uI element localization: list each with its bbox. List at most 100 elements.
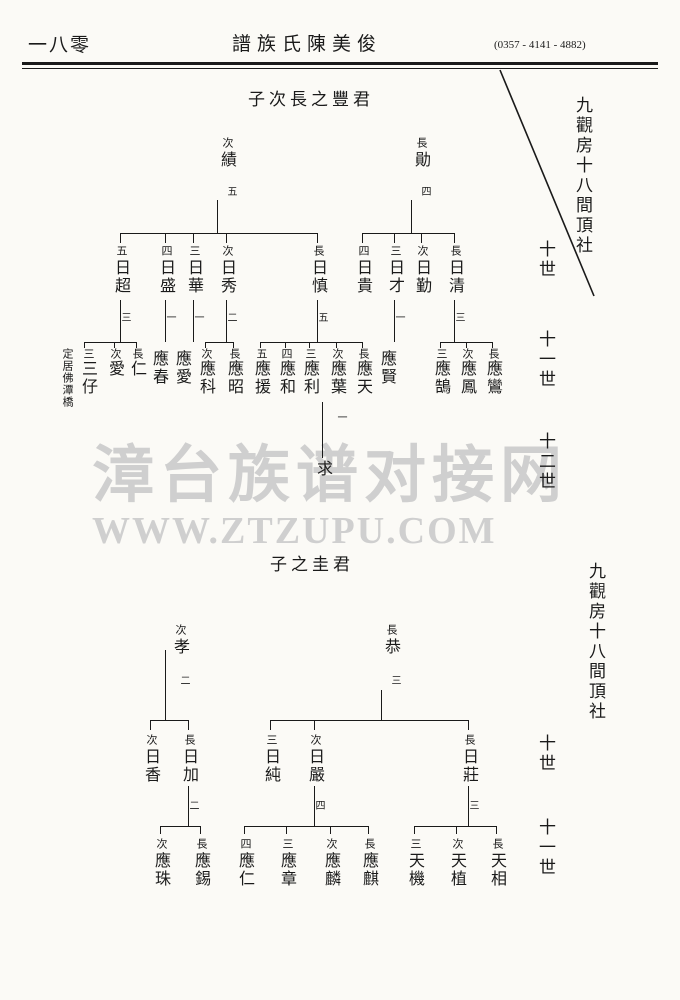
tree-line — [411, 200, 412, 233]
tree-line — [200, 826, 201, 834]
tree-line — [165, 300, 166, 342]
great-grandson-order: 次 — [461, 348, 474, 359]
son-name: 績 — [218, 151, 237, 169]
grandson-order: 四 — [357, 245, 370, 256]
great-grandson-name: 天植 — [448, 852, 467, 888]
great-grandson-order: 長 — [363, 838, 376, 849]
header-rule-thin — [22, 68, 658, 69]
grandson-order: 次 — [145, 734, 158, 745]
book-title: 譜族氏陳美俊 — [232, 33, 383, 55]
tree-line — [454, 300, 455, 342]
tree-line — [468, 786, 469, 826]
tree-line — [244, 826, 368, 827]
tree-line — [120, 233, 121, 243]
header-rule-thick — [22, 62, 658, 65]
tree-line — [362, 342, 363, 348]
great-grandson-name: 應援 — [252, 360, 271, 396]
tree-line — [286, 826, 287, 834]
grandson-order: 次 — [221, 245, 234, 256]
grandson-branch-count: 二 — [225, 312, 236, 322]
grandson-order: 三 — [265, 734, 278, 745]
phone-number: (0357 - 4141 - 4882) — [494, 39, 586, 51]
son-order: 長 — [385, 624, 398, 635]
tree-line — [421, 233, 422, 243]
great-grandson-name: 應和 — [277, 360, 296, 396]
tree-line — [414, 826, 496, 827]
tree-line — [368, 826, 369, 834]
great-grandson-order: 長 — [491, 838, 504, 849]
great-grandson-order: 長 — [195, 838, 208, 849]
tree-line — [120, 300, 121, 342]
great-grandson-order: 長 — [357, 348, 370, 359]
great-grandson-name: 應鳳 — [458, 360, 477, 396]
tree-line — [136, 342, 137, 348]
tree-line — [336, 342, 337, 348]
great-grandson-order: 三 — [409, 838, 422, 849]
tree-line — [309, 342, 310, 348]
tree-line — [394, 233, 395, 243]
grandson-branch-count: 二 — [187, 800, 198, 810]
tree-line — [114, 342, 115, 348]
tree-line — [314, 720, 315, 730]
son-name: 孝 — [171, 638, 190, 656]
great-grandson-order: 長 — [487, 348, 500, 359]
tree-line — [160, 826, 161, 834]
great-grandson-name: 應章 — [278, 852, 297, 888]
tree-line — [322, 402, 323, 458]
tree-line — [414, 826, 415, 834]
tree-line — [496, 826, 497, 834]
tree-line — [188, 720, 189, 730]
grandson-name: 日香 — [142, 748, 161, 784]
section2-generation-10: 十世 — [535, 734, 555, 774]
corner-diagonal-line — [499, 69, 595, 297]
great-grandson-order: 三 — [435, 348, 448, 359]
section2-title: 子之圭君 — [270, 555, 354, 575]
section1-generation-12: 十二世 — [535, 432, 555, 492]
great-grandson-name: 三仔 — [79, 360, 98, 396]
tree-line — [317, 233, 318, 243]
tree-line — [362, 233, 454, 234]
grandson-branch-count: 五 — [316, 312, 327, 322]
tree-line — [244, 826, 245, 834]
grandson-branch-count: 四 — [313, 800, 324, 810]
tree-line — [120, 233, 317, 234]
section1-title: 子次長之豐君 — [248, 90, 374, 110]
great-grandson-order: 次 — [325, 838, 338, 849]
tree-line — [217, 200, 218, 233]
great-grandson-order: 五 — [255, 348, 268, 359]
grandson-order: 長 — [312, 245, 325, 256]
great-grandson-name: 應葉 — [328, 360, 347, 396]
great-grandson-name: 應科 — [197, 360, 216, 396]
great-grandson-name: 應賢 — [378, 350, 397, 386]
great-grandson-name: 應鵠 — [432, 360, 451, 396]
son-branch-count: 五 — [225, 186, 236, 196]
tree-line — [205, 342, 206, 348]
grandson-order: 四 — [160, 245, 173, 256]
great-grandson-order: 長 — [131, 348, 144, 359]
tree-line — [466, 342, 467, 348]
tree-line — [270, 720, 468, 721]
great-grandson-name: 天機 — [406, 852, 425, 888]
great-grandson-order: 次 — [331, 348, 344, 359]
son-order: 長 — [415, 137, 428, 148]
tree-line — [468, 720, 469, 730]
son-order: 次 — [221, 137, 234, 148]
tree-line — [205, 342, 233, 343]
grandson-name: 日超 — [112, 259, 131, 295]
great-grandson-name: 應昭 — [225, 360, 244, 396]
son-branch-count: 四 — [419, 186, 430, 196]
son-name: 勛 — [412, 151, 431, 169]
tree-line — [270, 720, 271, 730]
great-grandson-name: 應天 — [354, 360, 373, 396]
tree-line — [285, 342, 286, 348]
grandson-order: 長 — [463, 734, 476, 745]
section2-branch-label: 九觀房十八間頂社 — [585, 562, 605, 722]
section1-branch-label: 九觀房十八間頂社 — [572, 96, 592, 256]
section1-generation-10: 十世 — [535, 240, 555, 280]
great-great-grandson-name: 求 — [314, 460, 333, 478]
tree-line — [193, 300, 194, 342]
great-grandson-order: 次 — [200, 348, 213, 359]
grandson-order: 次 — [416, 245, 429, 256]
great-grandson-name: 應麟 — [322, 852, 341, 888]
